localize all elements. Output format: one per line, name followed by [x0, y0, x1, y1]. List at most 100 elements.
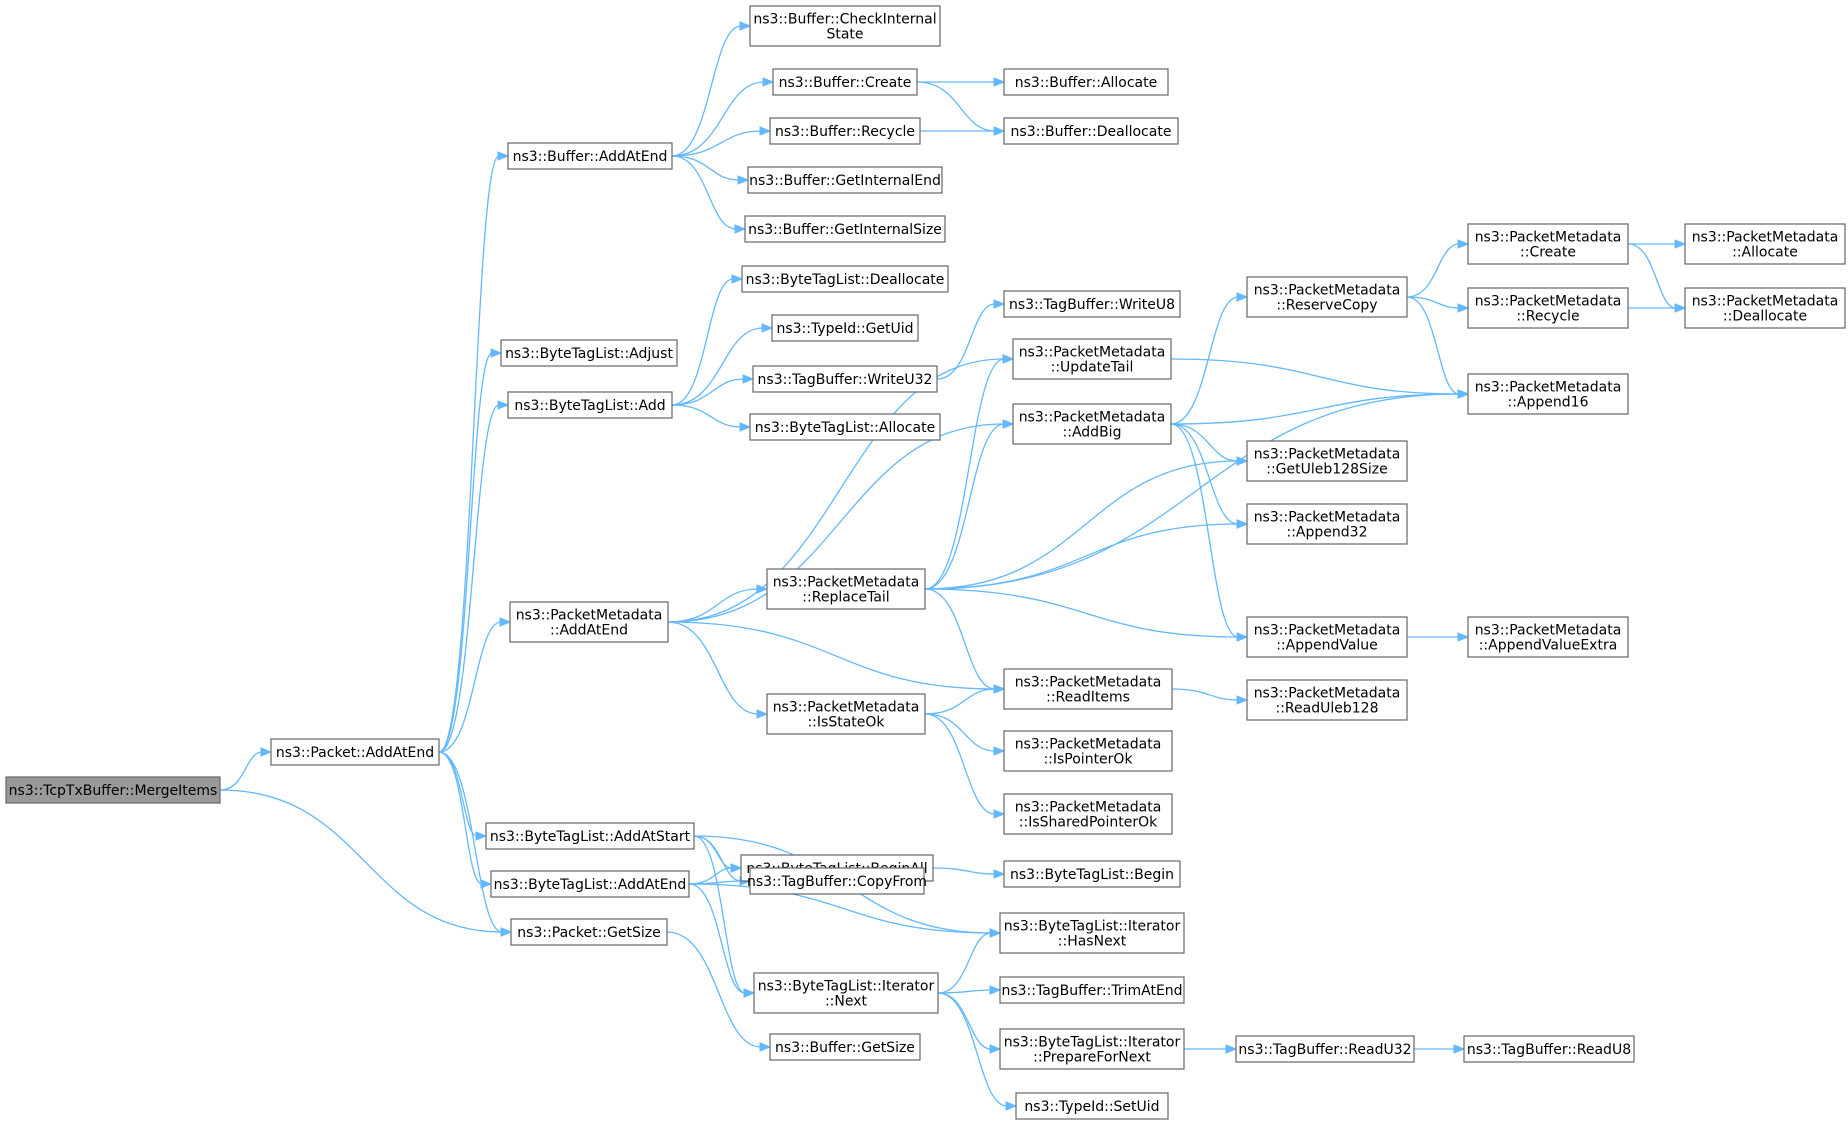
node-btl-it-preparefornext[interactable]: ns3::ByteTagList::Iterator::PrepareForNe… [999, 1028, 1185, 1070]
node-tb-writeu32[interactable]: ns3::TagBuffer::WriteU32 [752, 365, 938, 393]
node-box[interactable] [749, 867, 925, 895]
node-box[interactable] [1246, 616, 1408, 658]
node-pm-readuleb128[interactable]: ns3::PacketMetadata::ReadUleb128 [1246, 679, 1408, 721]
node-box[interactable] [1003, 730, 1173, 772]
node-box[interactable] [766, 568, 926, 610]
node-box[interactable] [1246, 503, 1408, 545]
node-pm-getuleb128size[interactable]: ns3::PacketMetadata::GetUleb128Size [1246, 440, 1408, 482]
node-pm-deallocate[interactable]: ns3::PacketMetadata::Deallocate [1684, 287, 1846, 329]
node-label: ns3::TagBuffer::ReadU32 [1238, 1042, 1411, 1058]
node-box[interactable] [1003, 68, 1169, 96]
node-label: ns3::Packet::AddAtEnd [276, 745, 434, 761]
node-btl-addatend[interactable]: ns3::ByteTagList::AddAtEnd [490, 870, 690, 898]
node-box[interactable] [500, 339, 678, 367]
node-box[interactable] [5, 776, 221, 804]
node-box[interactable] [507, 142, 673, 170]
node-btl-it-hasnext[interactable]: ns3::ByteTagList::Iterator::HasNext [999, 912, 1185, 954]
node-box[interactable] [741, 265, 949, 293]
node-pm-addbig[interactable]: ns3::PacketMetadata::AddBig [1012, 403, 1172, 445]
node-buf-getinternalend[interactable]: ns3::Buffer::GetInternalEnd [747, 166, 943, 194]
node-pm-allocate[interactable]: ns3::PacketMetadata::Allocate [1684, 223, 1846, 265]
node-pm-reservecopy[interactable]: ns3::PacketMetadata::ReserveCopy [1246, 276, 1408, 318]
node-box[interactable] [766, 693, 926, 735]
node-btl-it-next[interactable]: ns3::ByteTagList::Iterator::Next [753, 972, 939, 1014]
node-box[interactable] [270, 738, 440, 766]
node-pm-create[interactable]: ns3::PacketMetadata::Create [1467, 223, 1629, 265]
node-pm-appendvalue[interactable]: ns3::PacketMetadata::AppendValue [1246, 616, 1408, 658]
node-tb-readu32[interactable]: ns3::TagBuffer::ReadU32 [1235, 1035, 1415, 1063]
node-box[interactable] [1246, 679, 1408, 721]
node-btl-add[interactable]: ns3::ByteTagList::Add [507, 391, 673, 419]
node-box[interactable] [1467, 616, 1629, 658]
node-box[interactable] [1684, 223, 1846, 265]
node-pm-issharedpointerok[interactable]: ns3::PacketMetadata::IsSharedPointerOk [1003, 793, 1173, 835]
node-buf-getinternalsize[interactable]: ns3::Buffer::GetInternalSize [744, 215, 946, 243]
node-box[interactable] [771, 314, 919, 342]
node-box[interactable] [749, 5, 941, 47]
node-tb-trimatend[interactable]: ns3::TagBuffer::TrimAtEnd [999, 976, 1185, 1004]
node-btl-deallocate[interactable]: ns3::ByteTagList::Deallocate [741, 265, 949, 293]
node-box[interactable] [510, 918, 668, 946]
node-box[interactable] [1003, 668, 1173, 710]
node-box[interactable] [1246, 276, 1408, 318]
node-btl-addatstart[interactable]: ns3::ByteTagList::AddAtStart [485, 822, 695, 850]
node-buf-addatend[interactable]: ns3::Buffer::AddAtEnd [507, 142, 673, 170]
node-box[interactable] [1235, 1035, 1415, 1063]
node-box[interactable] [1463, 1035, 1635, 1063]
node-box[interactable] [1467, 287, 1629, 329]
node-btl-adjust[interactable]: ns3::ByteTagList::Adjust [500, 339, 678, 367]
node-pm-readitems[interactable]: ns3::PacketMetadata::ReadItems [1003, 668, 1173, 710]
node-box[interactable] [1467, 223, 1629, 265]
node-buf-recycle[interactable]: ns3::Buffer::Recycle [769, 117, 921, 145]
node-box[interactable] [749, 413, 941, 441]
node-buf-getsize[interactable]: ns3::Buffer::GetSize [769, 1033, 921, 1061]
node-box[interactable] [1467, 373, 1629, 415]
node-box[interactable] [999, 912, 1185, 954]
node-box[interactable] [1015, 1092, 1169, 1120]
node-pm-recycle[interactable]: ns3::PacketMetadata::Recycle [1467, 287, 1629, 329]
node-btl-allocate[interactable]: ns3::ByteTagList::Allocate [749, 413, 941, 441]
node-box[interactable] [1003, 793, 1173, 835]
node-box[interactable] [769, 1033, 921, 1061]
node-typeid-setuid[interactable]: ns3::TypeId::SetUid [1015, 1092, 1169, 1120]
node-box[interactable] [1003, 290, 1181, 318]
node-box[interactable] [1012, 338, 1172, 380]
node-tcp-merge[interactable]: ns3::TcpTxBuffer::MergeItems [5, 776, 221, 804]
node-box[interactable] [1012, 403, 1172, 445]
node-tb-writeu8[interactable]: ns3::TagBuffer::WriteU8 [1003, 290, 1181, 318]
node-tb-copyfrom[interactable]: ns3::TagBuffer::CopyFrom [747, 867, 927, 895]
node-buf-deallocate[interactable]: ns3::Buffer::Deallocate [1003, 117, 1179, 145]
node-box[interactable] [769, 117, 921, 145]
node-box[interactable] [490, 870, 690, 898]
node-box[interactable] [999, 1028, 1185, 1070]
node-box[interactable] [1003, 117, 1179, 145]
node-box[interactable] [507, 391, 673, 419]
node-box[interactable] [753, 972, 939, 1014]
node-box[interactable] [744, 215, 946, 243]
node-pkt-addatend[interactable]: ns3::Packet::AddAtEnd [270, 738, 440, 766]
node-pm-isstateok[interactable]: ns3::PacketMetadata::IsStateOk [766, 693, 926, 735]
node-pm-appendvalueextra[interactable]: ns3::PacketMetadata::AppendValueExtra [1467, 616, 1629, 658]
node-pm-updatetail[interactable]: ns3::PacketMetadata::UpdateTail [1012, 338, 1172, 380]
node-tb-readu8[interactable]: ns3::TagBuffer::ReadU8 [1463, 1035, 1635, 1063]
node-btl-begin[interactable]: ns3::ByteTagList::Begin [1003, 860, 1181, 888]
node-box[interactable] [1246, 440, 1408, 482]
node-buf-create[interactable]: ns3::Buffer::Create [772, 68, 918, 96]
node-typeid-getuid[interactable]: ns3::TypeId::GetUid [771, 314, 919, 342]
node-pkt-getsize[interactable]: ns3::Packet::GetSize [510, 918, 668, 946]
node-box[interactable] [1003, 860, 1181, 888]
node-box[interactable] [485, 822, 695, 850]
node-pm-append16[interactable]: ns3::PacketMetadata::Append16 [1467, 373, 1629, 415]
node-pm-addatend[interactable]: ns3::PacketMetadata::AddAtEnd [509, 601, 669, 643]
node-box[interactable] [999, 976, 1185, 1004]
node-box[interactable] [1684, 287, 1846, 329]
node-box[interactable] [509, 601, 669, 643]
node-box[interactable] [772, 68, 918, 96]
node-pm-append32[interactable]: ns3::PacketMetadata::Append32 [1246, 503, 1408, 545]
node-box[interactable] [752, 365, 938, 393]
node-buf-allocate[interactable]: ns3::Buffer::Allocate [1003, 68, 1169, 96]
node-pm-replacetail[interactable]: ns3::PacketMetadata::ReplaceTail [766, 568, 926, 610]
node-box[interactable] [747, 166, 943, 194]
node-pm-ispointerok[interactable]: ns3::PacketMetadata::IsPointerOk [1003, 730, 1173, 772]
